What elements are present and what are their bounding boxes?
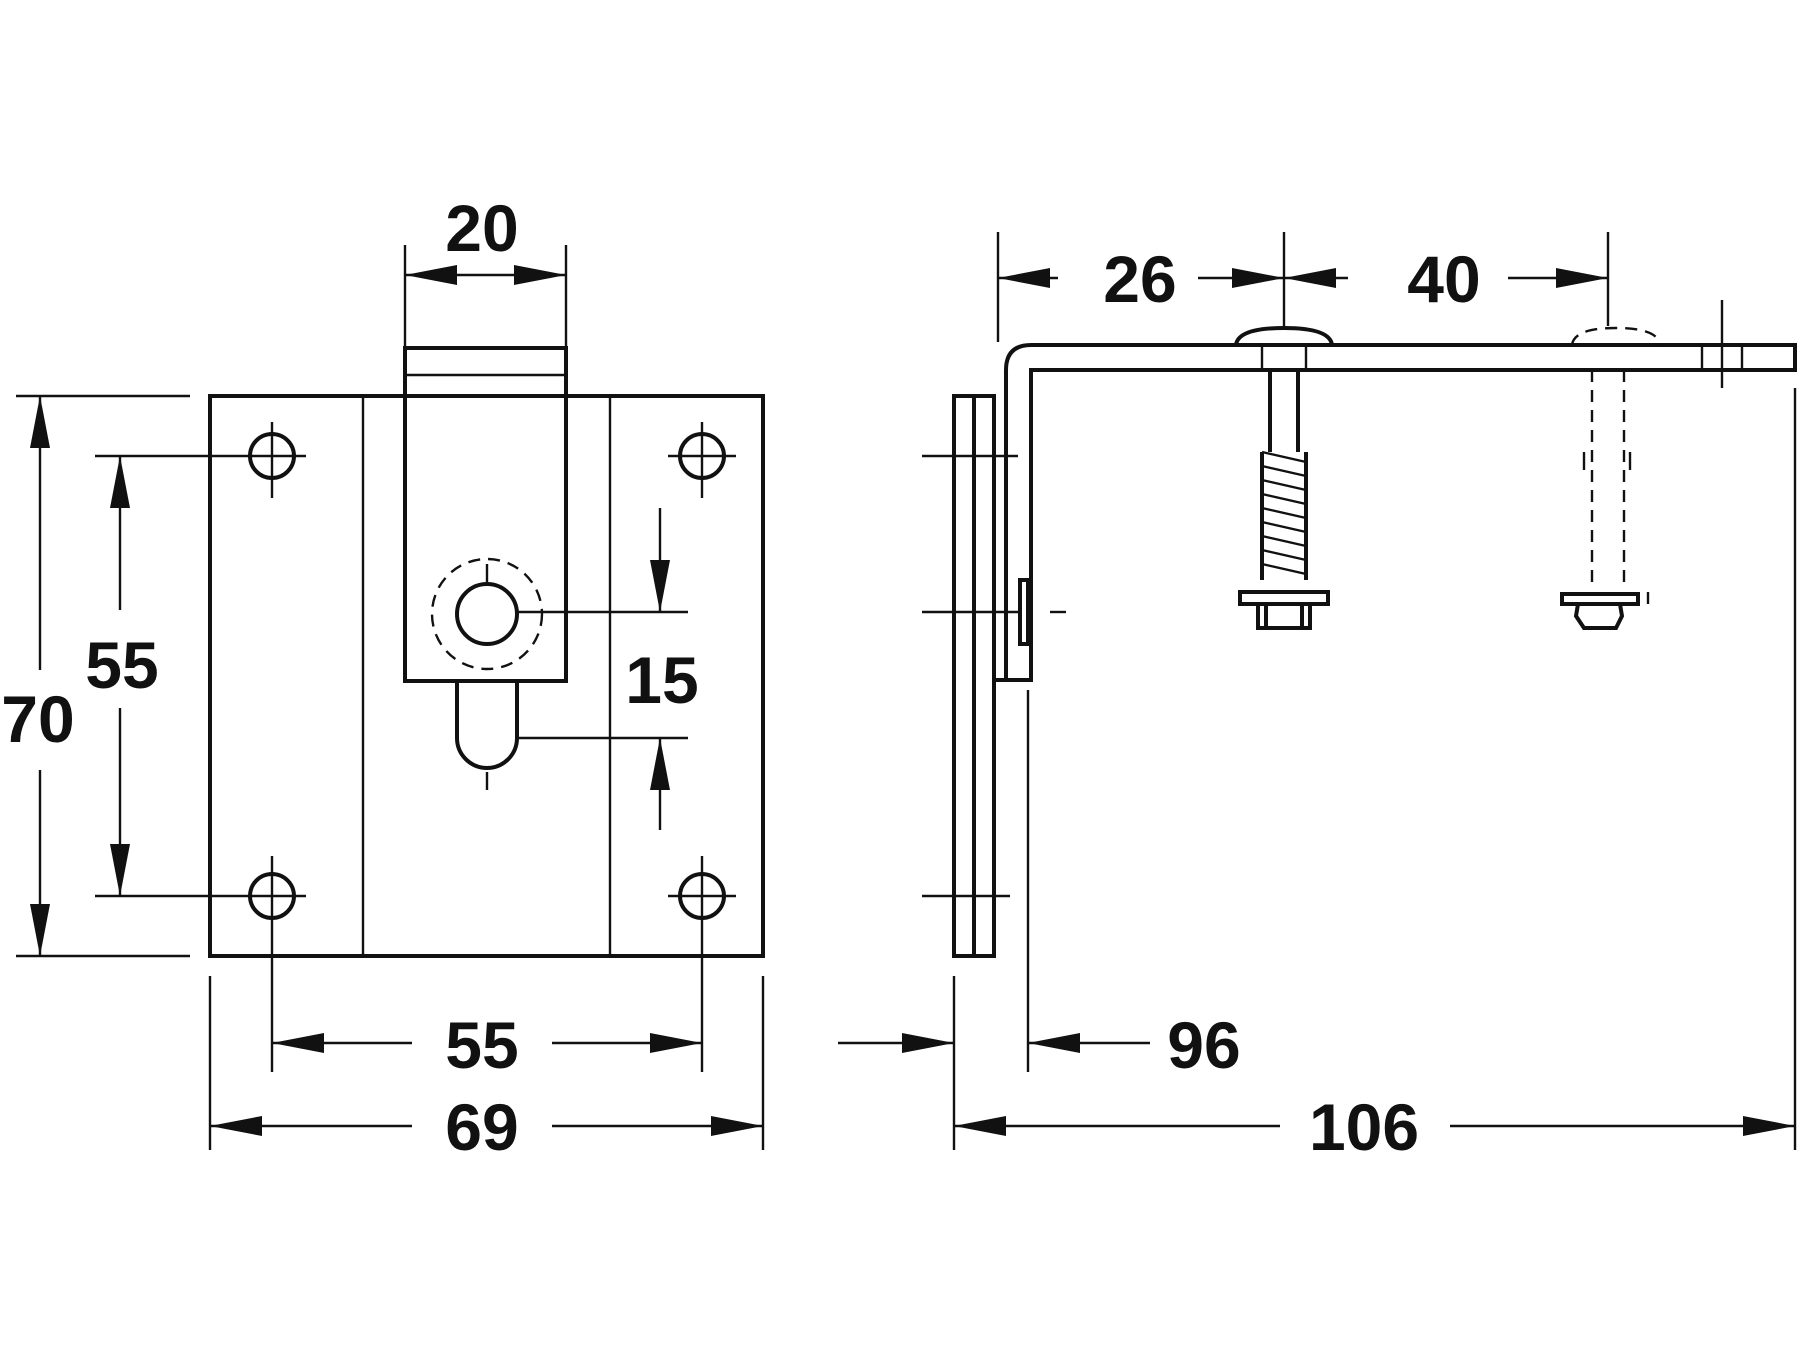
slide-block-outline [403, 346, 568, 683]
dim-label-55-horizontal: 55 [445, 1008, 518, 1082]
angle-bracket [1004, 343, 1797, 682]
bolt-head [1234, 325, 1334, 346]
dim-label-55-vertical: 55 [85, 628, 158, 702]
hex-nut [1256, 602, 1312, 630]
adjustment-pin [430, 557, 544, 671]
hidden-bolt [1560, 326, 1662, 630]
side-view: 26 40 96 106 [838, 232, 1797, 1164]
dimension-overall-height: 70 [1, 394, 190, 958]
screw-hole-bottom-left [238, 856, 306, 930]
dimension-overall-length: 106 [952, 388, 1797, 1164]
front-view: 20 70 55 [1, 191, 765, 1164]
dimension-overall-width: 69 [208, 976, 765, 1164]
dim-label-69: 69 [445, 1090, 518, 1164]
dimension-bolt-positions: 26 40 [996, 232, 1610, 342]
dim-label-15: 15 [625, 643, 698, 717]
wall-plate-inner [972, 394, 996, 958]
dimension-hole-width: 55 [270, 930, 704, 1082]
dim-label-40: 40 [1407, 242, 1480, 316]
dimension-hole-height: 55 [85, 454, 238, 898]
dimension-inner-length: 96 [838, 690, 1241, 1082]
spring-bolt [1234, 325, 1334, 630]
dimension-slot-width: 20 [403, 191, 568, 348]
adjustment-slot [455, 681, 519, 790]
bracket-pin [1018, 578, 1030, 646]
screw-hole-top-right [668, 422, 736, 498]
screw-hole-top-left [238, 422, 306, 498]
dim-label-26: 26 [1103, 242, 1176, 316]
wall-plate-outer [952, 394, 976, 958]
mounting-plate-outline [208, 394, 765, 958]
dim-label-20: 20 [445, 191, 518, 265]
dim-label-106: 106 [1309, 1090, 1419, 1164]
screw-hole-bottom-right [668, 856, 736, 930]
dimension-slot-travel: 15 [517, 508, 699, 830]
dim-label-96: 96 [1167, 1008, 1240, 1082]
dim-label-70: 70 [1, 682, 74, 756]
